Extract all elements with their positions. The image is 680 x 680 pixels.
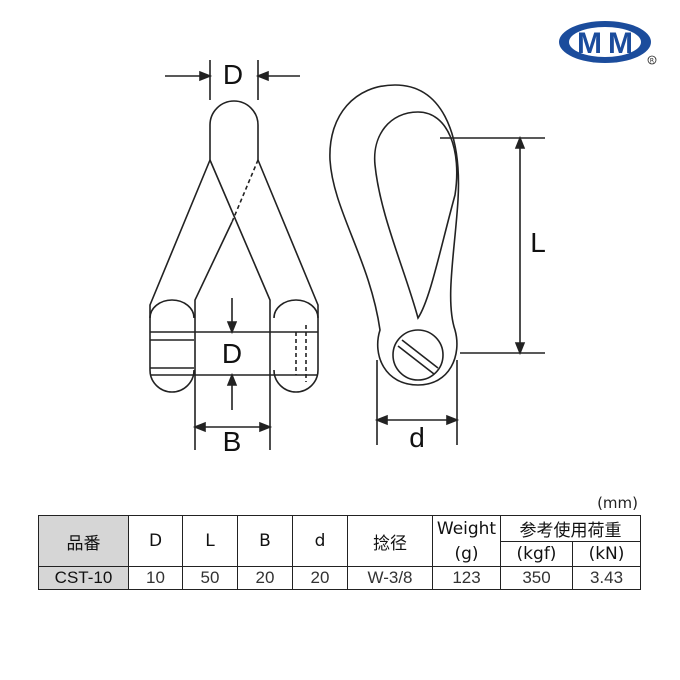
dim-label-b: B: [222, 426, 242, 457]
header-weight: Weight: [432, 515, 501, 542]
unit-label: (mm): [597, 494, 638, 512]
spec-table: 品番 D L B d 捻径 Weight 参考使用荷重 (g) (kgf) (k…: [38, 515, 641, 590]
front-view: [149, 60, 319, 450]
table-row: CST-10 10 50 20 20 W-3/8 123 350 3.43: [38, 566, 641, 590]
header-d: D: [128, 515, 183, 567]
cell-kn: 3.43: [572, 566, 641, 590]
header-d-small: d: [292, 515, 348, 567]
cell-weight: 123: [432, 566, 501, 590]
dim-label-d-mid: D: [221, 338, 243, 369]
cell-d: 10: [128, 566, 183, 590]
header-weight-unit: (g): [432, 541, 501, 567]
cell-d-small: 20: [292, 566, 348, 590]
header-part-no: 品番: [38, 515, 129, 567]
cell-thread: W-3/8: [347, 566, 433, 590]
header-kn: (kN): [572, 541, 641, 567]
side-view: [329, 84, 545, 445]
dim-label-d-small: d: [409, 422, 425, 453]
header-kgf: (kgf): [500, 541, 573, 567]
header-l: L: [182, 515, 238, 567]
header-b: B: [237, 515, 293, 567]
dim-label-l: L: [530, 227, 546, 258]
svg-text:R: R: [650, 58, 654, 65]
header-working-load: 参考使用荷重: [500, 515, 641, 542]
cell-b: 20: [237, 566, 293, 590]
header-thread: 捻径: [347, 515, 433, 567]
dim-label-d-top: D: [222, 59, 244, 90]
brand-logo: MM R: [559, 21, 657, 65]
cell-kgf: 350: [500, 566, 573, 590]
cell-part-no: CST-10: [38, 566, 129, 590]
cell-l: 50: [182, 566, 238, 590]
